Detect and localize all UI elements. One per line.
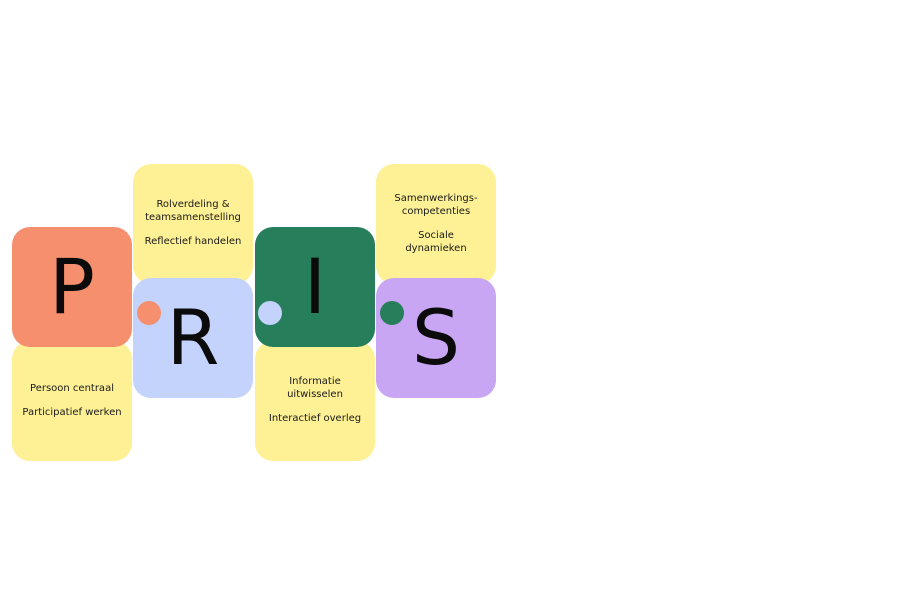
note-p-line-2: Participatief werken [22,407,122,418]
letter-i: I [303,242,327,331]
letter-r: R [166,293,220,382]
connector-p-r [137,301,161,325]
note-s-line-2: competenties [401,205,471,217]
note-p: Persoon centraal Participatief werken [12,341,132,461]
note-i-line-2: uitwisselen [287,388,343,400]
letter-p: P [49,242,95,331]
note-i: Informatie uitwisselen Interactief overl… [255,341,375,461]
note-r-line-1: Rolverdeling & [156,199,230,211]
note-s-line-3: Sociale dynamieken [405,230,467,254]
note-i-line-1: Informatie [289,376,341,388]
letter-tile-r: R [133,278,253,398]
connector-r-i [258,301,282,325]
note-s-line-1: Samenwerkings- [394,193,478,204]
letter-tile-s: S [376,278,496,398]
note-i-line-3: Interactief overleg [268,413,362,425]
letter-s: S [411,293,461,382]
note-r: Rolverdeling & teamsamenstelling Reflect… [133,164,253,284]
letter-tile-i: I [255,227,375,347]
connector-i-s [380,301,404,325]
note-p-line-1: Persoon centraal [30,382,114,394]
note-s: Samenwerkings- competenties Sociale dyna… [376,164,496,284]
note-r-line-2: teamsamenstelling [145,211,241,223]
note-r-line-3: Reflectief handelen [144,236,242,248]
letter-tile-p: P [12,227,132,347]
